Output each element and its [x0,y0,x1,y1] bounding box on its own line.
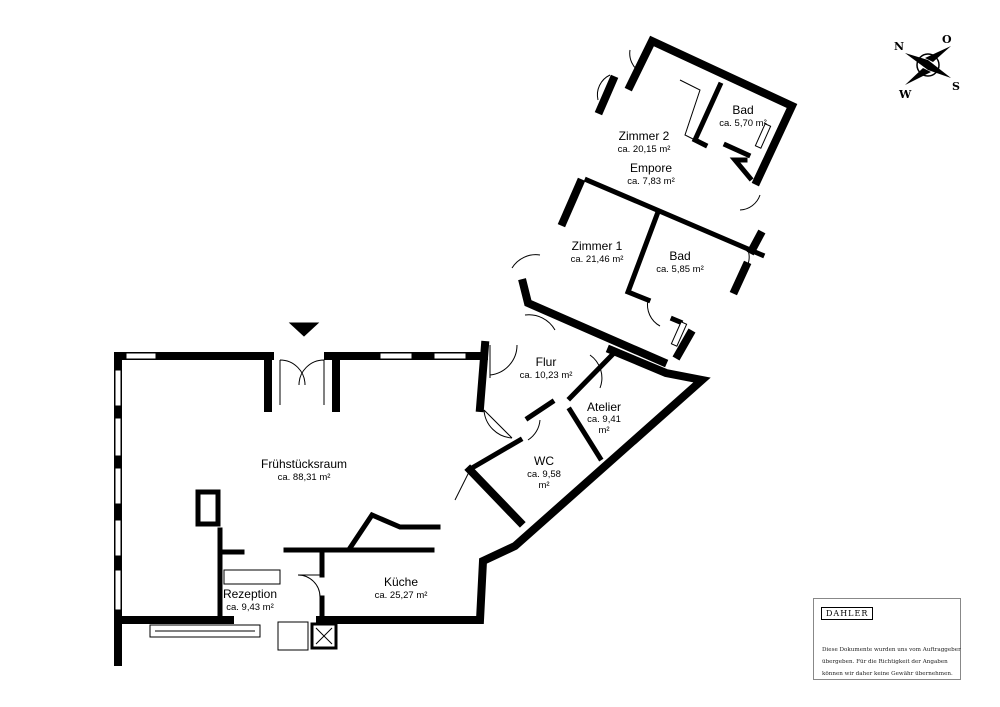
room-name: Zimmer 2 [619,129,670,143]
room-atelier: Atelier ca. 9,41 m² [587,400,621,436]
room-area: ca. 25,27 m² [375,590,428,601]
room-area: ca. 7,83 m² [627,176,675,187]
room-name: Bad [732,103,753,117]
compass-n: N [894,40,904,53]
room-area: ca. 5,70 m² [719,118,767,129]
room-flur: Flur ca. 10,23 m² [520,355,573,381]
room-area: ca. 20,15 m² [618,144,671,155]
room-area: ca. 9,43 m² [226,602,274,613]
disclaimer-box: DAHLER Diese Dokumente wurden uns vom Au… [813,598,961,680]
windows [114,123,772,638]
room-fruehstuecksraum: Frühstücksraum ca. 88,31 m² [261,457,347,483]
disclaimer-line-3: können wir daher keine Gewähr übernehmen… [822,671,953,677]
compass-s: S [952,80,960,93]
room-kueche: Küche ca. 25,27 m² [375,575,428,601]
room-area: ca. 10,23 m² [520,370,573,381]
room-name: Bad [669,249,690,263]
room-wc: WC ca. 9,58 m² [527,454,561,491]
room-area-line2: m² [538,480,549,491]
room-area: ca. 88,31 m² [278,472,331,483]
room-rezeption: Rezeption ca. 9,43 m² [223,587,277,613]
room-area: ca. 5,85 m² [656,264,704,275]
room-name: Rezeption [223,587,277,601]
room-name: WC [534,454,554,468]
lower-wing-walls [316,340,711,624]
doors [223,49,761,651]
room-zimmer1: Zimmer 1 ca. 21,46 m² [571,239,624,265]
room-bad-oben: Bad ca. 5,70 m² [719,103,767,129]
room-area-line1: ca. 9,58 [527,469,561,480]
room-area-line1: ca. 9,41 [587,414,621,425]
compass-o: O [942,33,952,46]
room-empore: Empore ca. 7,83 m² [627,161,675,187]
room-name: Frühstücksraum [261,457,347,471]
room-bad-unten: Bad ca. 5,85 m² [656,249,704,275]
room-name: Atelier [587,400,621,414]
middle-wing-walls [518,177,752,368]
room-name: Zimmer 1 [572,239,623,253]
brand-logo: DAHLER [821,607,874,620]
disclaimer-line-1: Diese Dokumente wurden uns vom Auftragge… [822,647,961,653]
room-area: ca. 21,46 m² [571,254,624,265]
compass-w: W [898,88,912,101]
compass-rose: N O S W [894,33,960,101]
room-area-line2: m² [598,425,609,436]
room-name: Flur [536,355,557,369]
room-zimmer2: Zimmer 2 ca. 20,15 m² [618,129,671,155]
room-name: Empore [630,161,672,175]
room-name: Küche [384,575,418,589]
disclaimer-line-2: übergeben. Für die Richtigkeit der Angab… [822,659,948,665]
